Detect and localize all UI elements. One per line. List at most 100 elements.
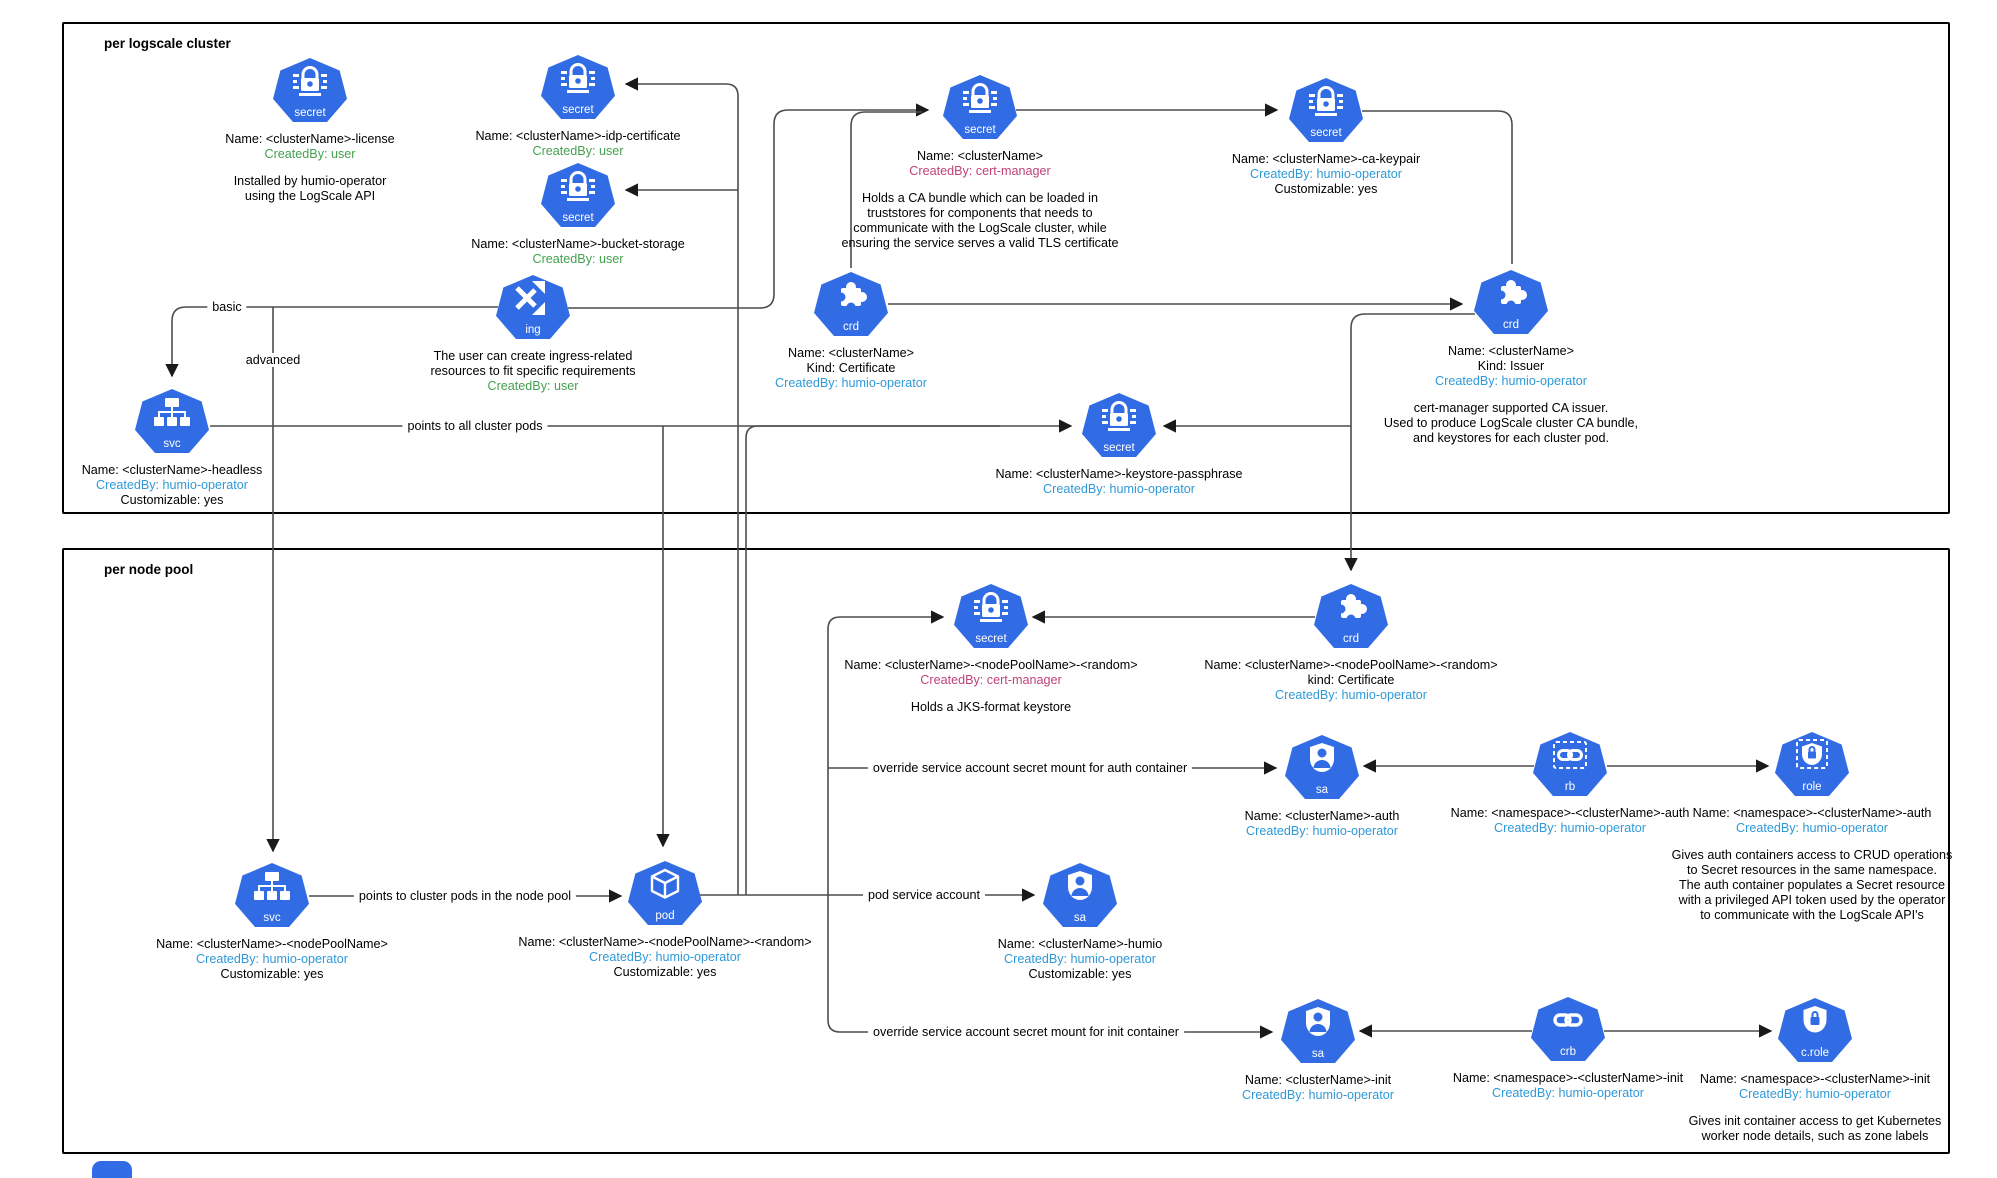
crb-resource-icon: crb: [1531, 997, 1605, 1062]
svc-resource-icon: svc: [135, 389, 209, 454]
nodepool-section-box: per node pool: [62, 548, 1950, 1154]
edge-label-init-override: override service account secret mount fo…: [868, 1025, 1184, 1039]
person-icon: [1068, 871, 1092, 900]
resource-type-label: rb: [1564, 781, 1576, 793]
node-text-line: CreatedBy: humio-operator: [1494, 821, 1646, 835]
node-text-line: CreatedBy: humio-operator: [1246, 824, 1398, 838]
chain-link-icon: [1553, 1013, 1583, 1027]
node-text-line: CreatedBy: cert-manager: [909, 164, 1051, 178]
lock-icon: [293, 66, 327, 96]
node-text-line: CreatedBy: cert-manager: [920, 673, 1062, 687]
resource-type-label: secret: [562, 212, 594, 224]
resource-type-label: secret: [975, 633, 1007, 645]
node-text-line: Name: <clusterName>: [788, 346, 914, 360]
node-text-line: CreatedBy: humio-operator: [1275, 688, 1427, 702]
puzzle-icon: [836, 282, 867, 312]
secret-resource-icon: secret: [954, 584, 1028, 649]
secret-resource-icon: secret: [273, 58, 347, 123]
node-text-line: Name: <clusterName>-auth: [1244, 809, 1400, 823]
crossing-arrows-icon: [515, 281, 545, 315]
node-text-line: Name: <clusterName>-keystore-passphrase: [995, 467, 1243, 481]
node-text-line: CreatedBy: humio-operator: [1736, 821, 1888, 835]
resource-type-label: svc: [163, 438, 181, 450]
cluster-section-title: per logscale cluster: [104, 36, 231, 51]
node-text-line: Kind: Certificate: [806, 361, 896, 375]
resource-type-label: secret: [1310, 127, 1342, 139]
crd-resource-icon: crd: [1314, 584, 1388, 649]
node-text-line: Name: <namespace>-<clusterName>-auth: [1450, 806, 1690, 820]
node-text-line: The user can create ingress-related: [433, 349, 633, 363]
node-text-line: CreatedBy: humio-operator: [589, 950, 741, 964]
resource-type-label: crd: [1503, 319, 1519, 331]
node-text-line: Name: <clusterName>-bucket-storage: [471, 237, 685, 251]
node-text-line: Customizable: yes: [613, 965, 717, 979]
node-description: cert-manager supported CA issuer.Used to…: [1311, 401, 1711, 446]
lock-icon: [1102, 401, 1136, 431]
node-text-line: Name: <clusterName>-license: [225, 132, 395, 146]
resource-type-label: role: [1802, 781, 1822, 793]
lock-icon: [561, 171, 595, 201]
sa-resource-icon: sa: [1043, 863, 1117, 928]
partial-icon: [92, 1161, 132, 1178]
node-text-line: CreatedBy: user: [532, 144, 624, 158]
resource-type-label: secret: [964, 124, 996, 136]
node-text-line: CreatedBy: humio-operator: [775, 376, 927, 390]
node-text-line: CreatedBy: humio-operator: [1004, 952, 1156, 966]
node-description-line: Gives init container access to get Kuber…: [1688, 1114, 1942, 1128]
secret-resource-icon: secret: [1289, 78, 1363, 143]
node-text-line: Customizable: yes: [220, 967, 324, 981]
network-tree-icon: [154, 398, 190, 426]
node-description: Holds a JKS-format keystore: [791, 700, 1191, 715]
node-text-line: CreatedBy: humio-operator: [96, 478, 248, 492]
node-description-line: truststores for components that needs to: [867, 206, 1093, 220]
node-text-line: Name: <namespace>-<clusterName>-auth: [1692, 806, 1932, 820]
secret-resource-icon: secret: [1082, 393, 1156, 458]
node-description: Gives init container access to get Kuber…: [1615, 1114, 1997, 1144]
crd-resource-icon: crd: [814, 272, 888, 337]
resource-type-label: sa: [1315, 784, 1329, 796]
resource-type-label: secret: [294, 107, 326, 119]
resource-type-label: svc: [263, 912, 281, 924]
resource-type-label: secret: [562, 104, 594, 116]
resource-type-label: c.role: [1800, 1047, 1830, 1059]
node-text-line: CreatedBy: humio-operator: [1250, 167, 1402, 181]
node-description-line: communicate with the LogScale cluster, w…: [853, 221, 1107, 235]
node-description: Gives auth containers access to CRUD ope…: [1612, 848, 1997, 923]
node-text-line: Name: <clusterName>-<nodePoolName>-<rand…: [1204, 658, 1498, 672]
node-description-line: The auth container populates a Secret re…: [1678, 878, 1946, 892]
node-description-line: Holds a CA bundle which can be loaded in: [862, 191, 1098, 205]
puzzle-icon: [1496, 280, 1527, 310]
role-resource-icon: role: [1775, 732, 1849, 797]
node-description-line: Installed by humio-operator: [233, 174, 387, 188]
cluster-section-box: per logscale cluster: [62, 22, 1950, 514]
node-description-line: ensuring the service serves a valid TLS …: [841, 236, 1119, 250]
edge-label-nodepool-pods: points to cluster pods in the node pool: [353, 889, 577, 903]
node-text-line: Name: <clusterName>-<nodePoolName>-<rand…: [518, 935, 812, 949]
node-text-line: Name: <namespace>-<clusterName>-init: [1699, 1072, 1931, 1086]
node-text-line: resources to fit specific requirements: [430, 364, 636, 378]
resource-type-label: ing: [525, 324, 541, 336]
c.role-resource-icon: c.role: [1778, 998, 1852, 1063]
resource-type-label: secret: [1103, 442, 1135, 454]
node-text-line: Customizable: yes: [1274, 182, 1378, 196]
person-icon: [1306, 1007, 1330, 1036]
lock-icon: [974, 592, 1008, 622]
node-text-line: CreatedBy: user: [264, 147, 356, 161]
node-text-line: CreatedBy: humio-operator: [1043, 482, 1195, 496]
node-text-line: Name: <clusterName>-<nodePoolName>-<rand…: [844, 658, 1138, 672]
node-text-line: CreatedBy: humio-operator: [1242, 1088, 1394, 1102]
node-text-line: CreatedBy: user: [532, 252, 624, 266]
ing-resource-icon: ing: [496, 275, 570, 340]
node-text-line: Customizable: yes: [1028, 967, 1132, 981]
network-tree-icon: [254, 872, 290, 900]
node-description-line: and keystores for each cluster pod.: [1412, 431, 1609, 445]
node-description: Holds a CA bundle which can be loaded in…: [780, 191, 1180, 251]
